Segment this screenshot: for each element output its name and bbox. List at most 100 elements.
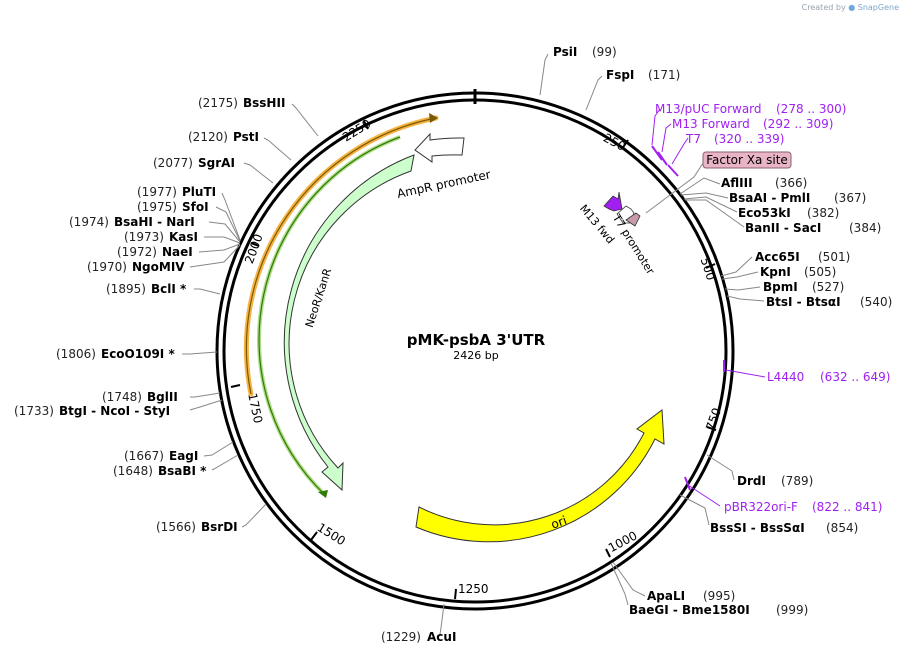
tick-mark-1750 xyxy=(230,384,241,388)
site-name-bsshii: BssHII xyxy=(243,96,285,110)
primer-pos-t7: (320 .. 339) xyxy=(714,132,784,146)
plasmid-length: 2426 bp xyxy=(453,349,498,362)
site-name-naei: NaeI xyxy=(162,245,193,259)
primer-marks xyxy=(651,145,725,491)
site-pos-bsshii: (2175) xyxy=(198,96,238,110)
leader-acui xyxy=(439,603,445,635)
site-name-drdi: DrdI xyxy=(737,474,766,488)
feature-m13-fwd xyxy=(603,191,623,212)
feature-t7-promoter-tip xyxy=(625,212,641,227)
site-pos-bsabi: (1648) xyxy=(113,464,153,478)
site-pos-bsssi: (854) xyxy=(826,521,858,535)
plasmid-name: pMK-psbA 3'UTR xyxy=(407,331,546,349)
site-pos-bsaai-pmli: (367) xyxy=(834,191,866,205)
primer-mark-t7 xyxy=(667,164,679,177)
leader-baegi xyxy=(610,562,629,606)
site-pos-baegi: (999) xyxy=(776,603,808,617)
leader-drdi xyxy=(706,454,735,481)
primer-name-t7: T7 xyxy=(685,132,701,146)
site-pos-acui: (1229) xyxy=(381,630,421,644)
primer-labels: M13/pUC Forward (278 .. 300) M13 Forward… xyxy=(655,102,890,514)
leader-fspi xyxy=(585,75,603,111)
leader-eagi xyxy=(203,441,234,457)
snapgene-logo-icon: ● xyxy=(848,3,856,12)
leader-psii xyxy=(539,53,549,96)
primer-leader-m13-puc-forward xyxy=(651,108,661,146)
site-name-fspi: FspI xyxy=(606,68,634,82)
leader-bsaai xyxy=(680,192,729,199)
leader-psti xyxy=(263,137,292,161)
site-pos-btgi: (1733) xyxy=(14,404,54,418)
site-pos-fspi: (171) xyxy=(648,68,680,82)
orf-arc-orange-head xyxy=(429,113,438,123)
tick-label-500: 500 xyxy=(698,256,718,282)
site-pos-bsrdi: (1566) xyxy=(156,520,196,534)
leader-pluti xyxy=(221,192,241,241)
leader-sgrai xyxy=(243,162,274,184)
primer-leader-l4440 xyxy=(725,369,766,378)
leader-banii xyxy=(685,199,745,228)
tick-marks xyxy=(230,120,717,600)
primer-name-l4440: L4440 xyxy=(767,370,804,384)
site-pos-pluti: (1977) xyxy=(137,185,177,199)
leader-btgi xyxy=(189,399,223,411)
leader-ngomiv xyxy=(189,244,241,268)
feature-label-ampr-promoter: AmpR promoter xyxy=(396,167,492,201)
leader-bsssi xyxy=(679,494,710,526)
site-pos-bglii: (1748) xyxy=(102,390,142,404)
orf-arc-green-head xyxy=(318,490,328,498)
credit-prefix: Created by xyxy=(801,3,846,12)
site-name-kasi: KasI xyxy=(169,230,198,244)
site-pos-kasi: (1973) xyxy=(124,230,164,244)
orf-arc-orange-core xyxy=(245,117,437,395)
site-name-bglii: BglII xyxy=(147,390,178,404)
tick-label-1750: 1750 xyxy=(245,392,265,425)
leader-eco53ki xyxy=(683,196,738,213)
site-pos-drdi: (789) xyxy=(781,474,813,488)
site-pos-psti: (2120) xyxy=(188,130,228,144)
site-pos-kpni: (505) xyxy=(804,265,836,279)
primer-name-m13-forward: M13 Forward xyxy=(672,117,750,131)
tick-mark-2000 xyxy=(250,242,260,247)
tick-mark-1500 xyxy=(310,531,318,541)
tick-label-1500: 1500 xyxy=(315,520,348,548)
leader-bcli xyxy=(194,288,221,295)
primer-pos-pbr322ori-f: (822 .. 841) xyxy=(812,500,882,514)
primer-leader-m13-forward xyxy=(661,123,672,153)
site-name-acui: AcuI xyxy=(427,630,456,644)
leader-kasi xyxy=(204,236,241,244)
site-labels-right: PsiI (99) FspI (171) AflIII (366) BsaAI … xyxy=(553,45,892,617)
primer-name-m13-puc-forward: M13/pUC Forward xyxy=(655,102,762,116)
leader-afliii xyxy=(679,177,721,195)
leader-eco0109i xyxy=(182,351,218,355)
primer-name-pbr322ori-f: pBR322ori-F xyxy=(724,500,798,514)
site-name-bpmi: BpmI xyxy=(763,280,798,294)
leader-naei xyxy=(198,243,241,253)
site-name-bcli: BclI * xyxy=(151,282,187,296)
tick-mark-2250 xyxy=(363,120,369,130)
site-name-bsrdi: BsrDI xyxy=(201,520,238,534)
leader-btsi xyxy=(726,295,765,302)
tick-label-1250: 1250 xyxy=(458,582,489,596)
factor-xa-leader xyxy=(645,162,704,214)
site-name-btgi: BtgI - NcoI - StyI xyxy=(59,404,170,418)
leader-sfoi xyxy=(215,206,241,242)
site-pos-acc65i: (501) xyxy=(818,250,850,264)
site-name-psii: PsiI xyxy=(553,45,577,59)
created-by-credit: Created by ● SnapGene xyxy=(802,3,899,12)
site-name-bsahi: BsaHI - NarI xyxy=(114,215,195,229)
site-leaders-left xyxy=(182,103,445,635)
feature-ampr-promoter xyxy=(414,132,465,163)
site-name-ngomiv: NgoMIV xyxy=(132,260,185,274)
primer-mark-m13-forward xyxy=(657,151,668,166)
site-name-btsi: BtsI - BtsαI xyxy=(766,295,841,309)
site-pos-sgrai: (2077) xyxy=(153,156,193,170)
site-name-eagi: EagI xyxy=(169,449,198,463)
site-name-bsssi: BssSI - BssSαI xyxy=(710,521,805,535)
tick-label-1000: 1000 xyxy=(606,528,640,555)
site-name-sfoi: SfoI xyxy=(182,200,209,214)
site-pos-ngomiv: (1970) xyxy=(87,260,127,274)
tick-mark-500 xyxy=(705,263,716,269)
site-labels-left: (2175) BssHII (2120) PstI (2077) SgrAI (… xyxy=(14,96,456,644)
leader-acc65i xyxy=(720,256,753,277)
